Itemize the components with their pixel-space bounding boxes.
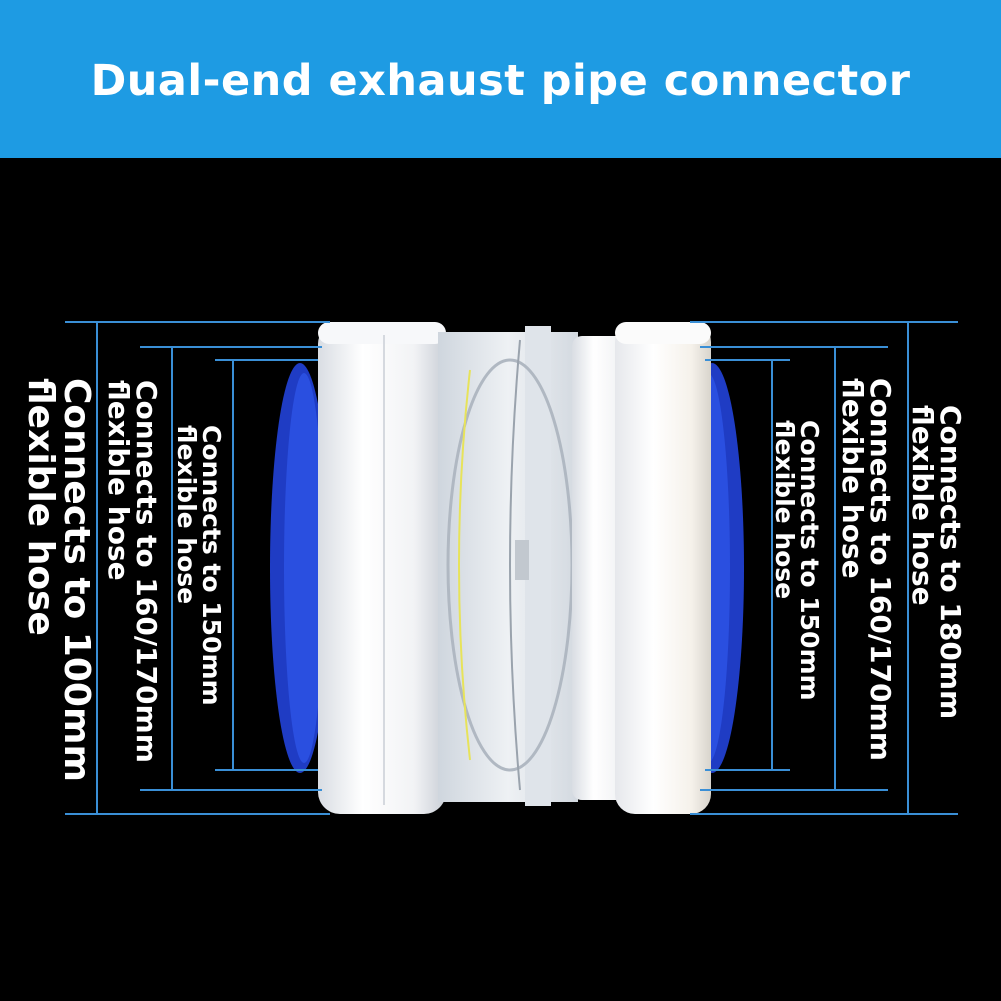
label-left-160mm-line2: flexible hose — [102, 380, 135, 581]
label-left-160mm-line1: Connects to 160/170mm — [130, 380, 163, 763]
label-right-150mm-line1: Connects to 150mm — [795, 420, 824, 701]
label-left-160mm: Connects to 160/170mm flexible hose — [102, 380, 163, 763]
label-left-100mm-line2: flexible hose — [20, 378, 61, 636]
label-left-150mm-line1: Connects to 150mm — [197, 425, 226, 706]
left-white-ring — [318, 322, 446, 814]
label-left-150mm: Connects to 150mm flexible hose — [172, 425, 226, 706]
label-right-180mm-line1: Connects to 180mm — [934, 405, 967, 720]
label-right-180mm: Connects to 180mm flexible hose — [906, 405, 967, 720]
label-right-180mm-line2: flexible hose — [906, 405, 939, 606]
clear-valve-body — [438, 326, 578, 806]
label-right-150mm: Connects to 150mm flexible hose — [770, 420, 824, 701]
left-blue-seal — [270, 363, 330, 773]
page-title: Dual-end exhaust pipe connector — [90, 56, 911, 106]
right-white-ring — [615, 322, 711, 814]
product-photo — [65, 321, 958, 815]
label-right-160mm-line2: flexible hose — [836, 378, 869, 579]
label-left-100mm-line1: Connects to 100mm — [56, 378, 97, 782]
left-dimension-lines — [65, 321, 330, 815]
label-left-150mm-line2: flexible hose — [172, 425, 201, 605]
label-left-100mm: Connects to 100mm flexible hose — [20, 378, 97, 782]
label-right-150mm-line2: flexible hose — [770, 420, 799, 600]
title-banner: Dual-end exhaust pipe connector — [0, 0, 1001, 158]
label-right-160mm-line1: Connects to 160/170mm — [864, 378, 897, 761]
right-dimension-lines — [690, 321, 958, 815]
label-right-160mm: Connects to 160/170mm flexible hose — [836, 378, 897, 761]
